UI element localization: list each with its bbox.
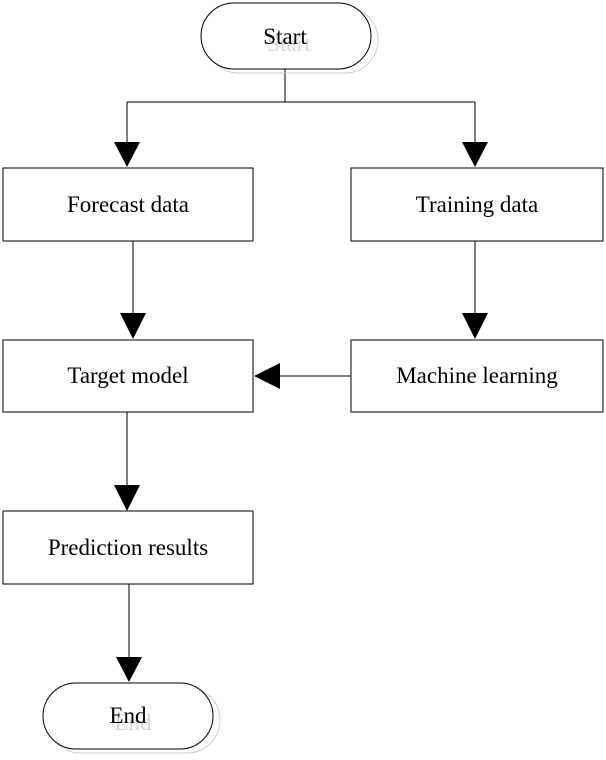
end-node-shape: [42, 682, 214, 750]
forecast-data-label: Forecast data: [67, 192, 189, 217]
end-node-label: End: [109, 703, 147, 728]
arrowhead-to-end: [116, 657, 142, 682]
training-data-node: Training data: [350, 167, 604, 242]
prediction-results-label: Prediction results: [48, 535, 208, 560]
end-node-ghost-label: End: [114, 710, 152, 735]
target-model-box: [2, 339, 254, 413]
start-node-label: Start: [263, 24, 307, 49]
prediction-results-node: Prediction results: [2, 510, 254, 585]
machine-learning-box: [350, 339, 604, 413]
forecast-data-box: [2, 167, 254, 242]
prediction-results-box: [2, 510, 254, 585]
target-model-label: Target model: [67, 363, 188, 388]
arrowhead-to-machine-learning: [462, 313, 488, 339]
end-node: End End: [42, 682, 221, 754]
training-data-label: Training data: [416, 192, 538, 217]
forecast-data-node: Forecast data: [2, 167, 254, 242]
start-node-ghost-label: Start: [267, 31, 311, 56]
machine-learning-node: Machine learning: [350, 339, 604, 413]
arrowhead-to-prediction: [114, 485, 140, 511]
arrowhead-to-target-model: [120, 313, 146, 339]
start-node-shape: [200, 2, 372, 70]
arrowhead-to-forecast: [114, 142, 140, 167]
training-data-box: [350, 167, 604, 242]
arrowhead-ml-to-target: [254, 363, 280, 389]
start-node: Start Start: [200, 2, 379, 74]
arrowhead-to-training: [462, 142, 488, 167]
target-model-node: Target model: [2, 339, 254, 413]
machine-learning-label: Machine learning: [396, 363, 558, 388]
